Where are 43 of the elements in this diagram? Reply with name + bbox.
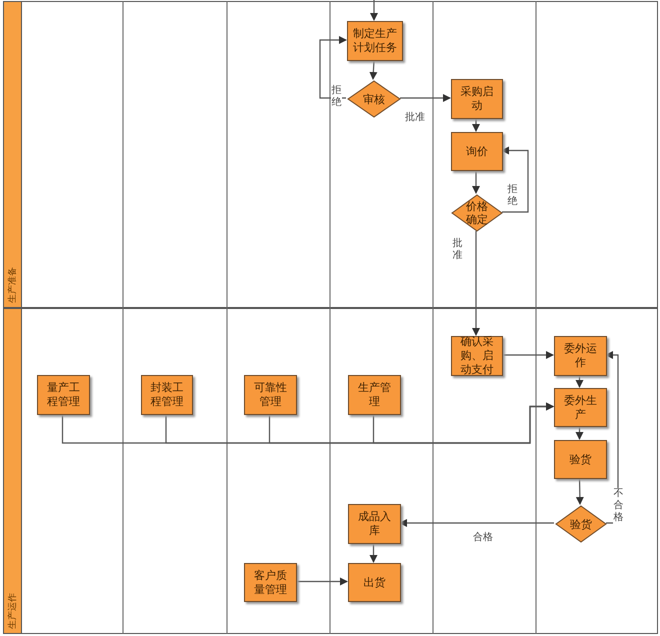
process-box: 验货 bbox=[554, 440, 607, 479]
process-box: 确认采购、启动支付 bbox=[451, 336, 503, 376]
arrow bbox=[372, 402, 554, 444]
arrow bbox=[370, 0, 378, 21]
decision-diamond: 审核 bbox=[347, 80, 401, 118]
process-box: 封装工程管理 bbox=[141, 375, 193, 415]
lane-label: 生产准备 bbox=[7, 267, 19, 303]
process-box: 委外运作 bbox=[554, 336, 607, 376]
arrow bbox=[472, 170, 480, 194]
process-box: 采购启动 bbox=[451, 79, 503, 119]
process-box: 可靠性管理 bbox=[244, 375, 297, 415]
arrow bbox=[576, 426, 584, 440]
arrow bbox=[576, 478, 584, 505]
process-box: 生产管理 bbox=[348, 375, 401, 415]
arrow bbox=[400, 94, 451, 102]
arrow bbox=[576, 375, 584, 388]
arrow bbox=[501, 146, 529, 213]
arrow bbox=[369, 60, 378, 80]
lane-label: 生产运作 bbox=[7, 593, 19, 629]
process-box: 客户质量管理 bbox=[244, 563, 297, 602]
process-box: 制定生产计划任务 bbox=[347, 21, 403, 61]
arrow bbox=[319, 36, 347, 99]
decision-diamond: 验货 bbox=[555, 505, 607, 543]
process-box: 量产工程管理 bbox=[37, 375, 90, 415]
arrow bbox=[502, 351, 554, 359]
edge-label: 批准 bbox=[452, 238, 463, 262]
swimlane bbox=[3, 308, 658, 634]
edge-label: 批准 bbox=[405, 112, 425, 124]
process-box: 出货 bbox=[348, 563, 401, 602]
process-box: 委外生产 bbox=[554, 388, 607, 427]
arrow bbox=[370, 543, 378, 563]
arrow bbox=[296, 578, 348, 586]
edge-label: 拒绝 bbox=[507, 184, 518, 208]
swimlane bbox=[3, 1, 658, 308]
arrow bbox=[472, 118, 480, 132]
process-box: 成品入库 bbox=[348, 504, 401, 544]
edge-label: 合格 bbox=[473, 532, 493, 544]
decision-diamond: 价格确定 bbox=[451, 194, 503, 232]
process-box: 询价 bbox=[451, 132, 503, 171]
edge-label: 拒绝 bbox=[331, 85, 342, 109]
arrow bbox=[472, 231, 480, 336]
edge-label: 不合格 bbox=[613, 488, 624, 524]
arrow bbox=[399, 519, 554, 527]
